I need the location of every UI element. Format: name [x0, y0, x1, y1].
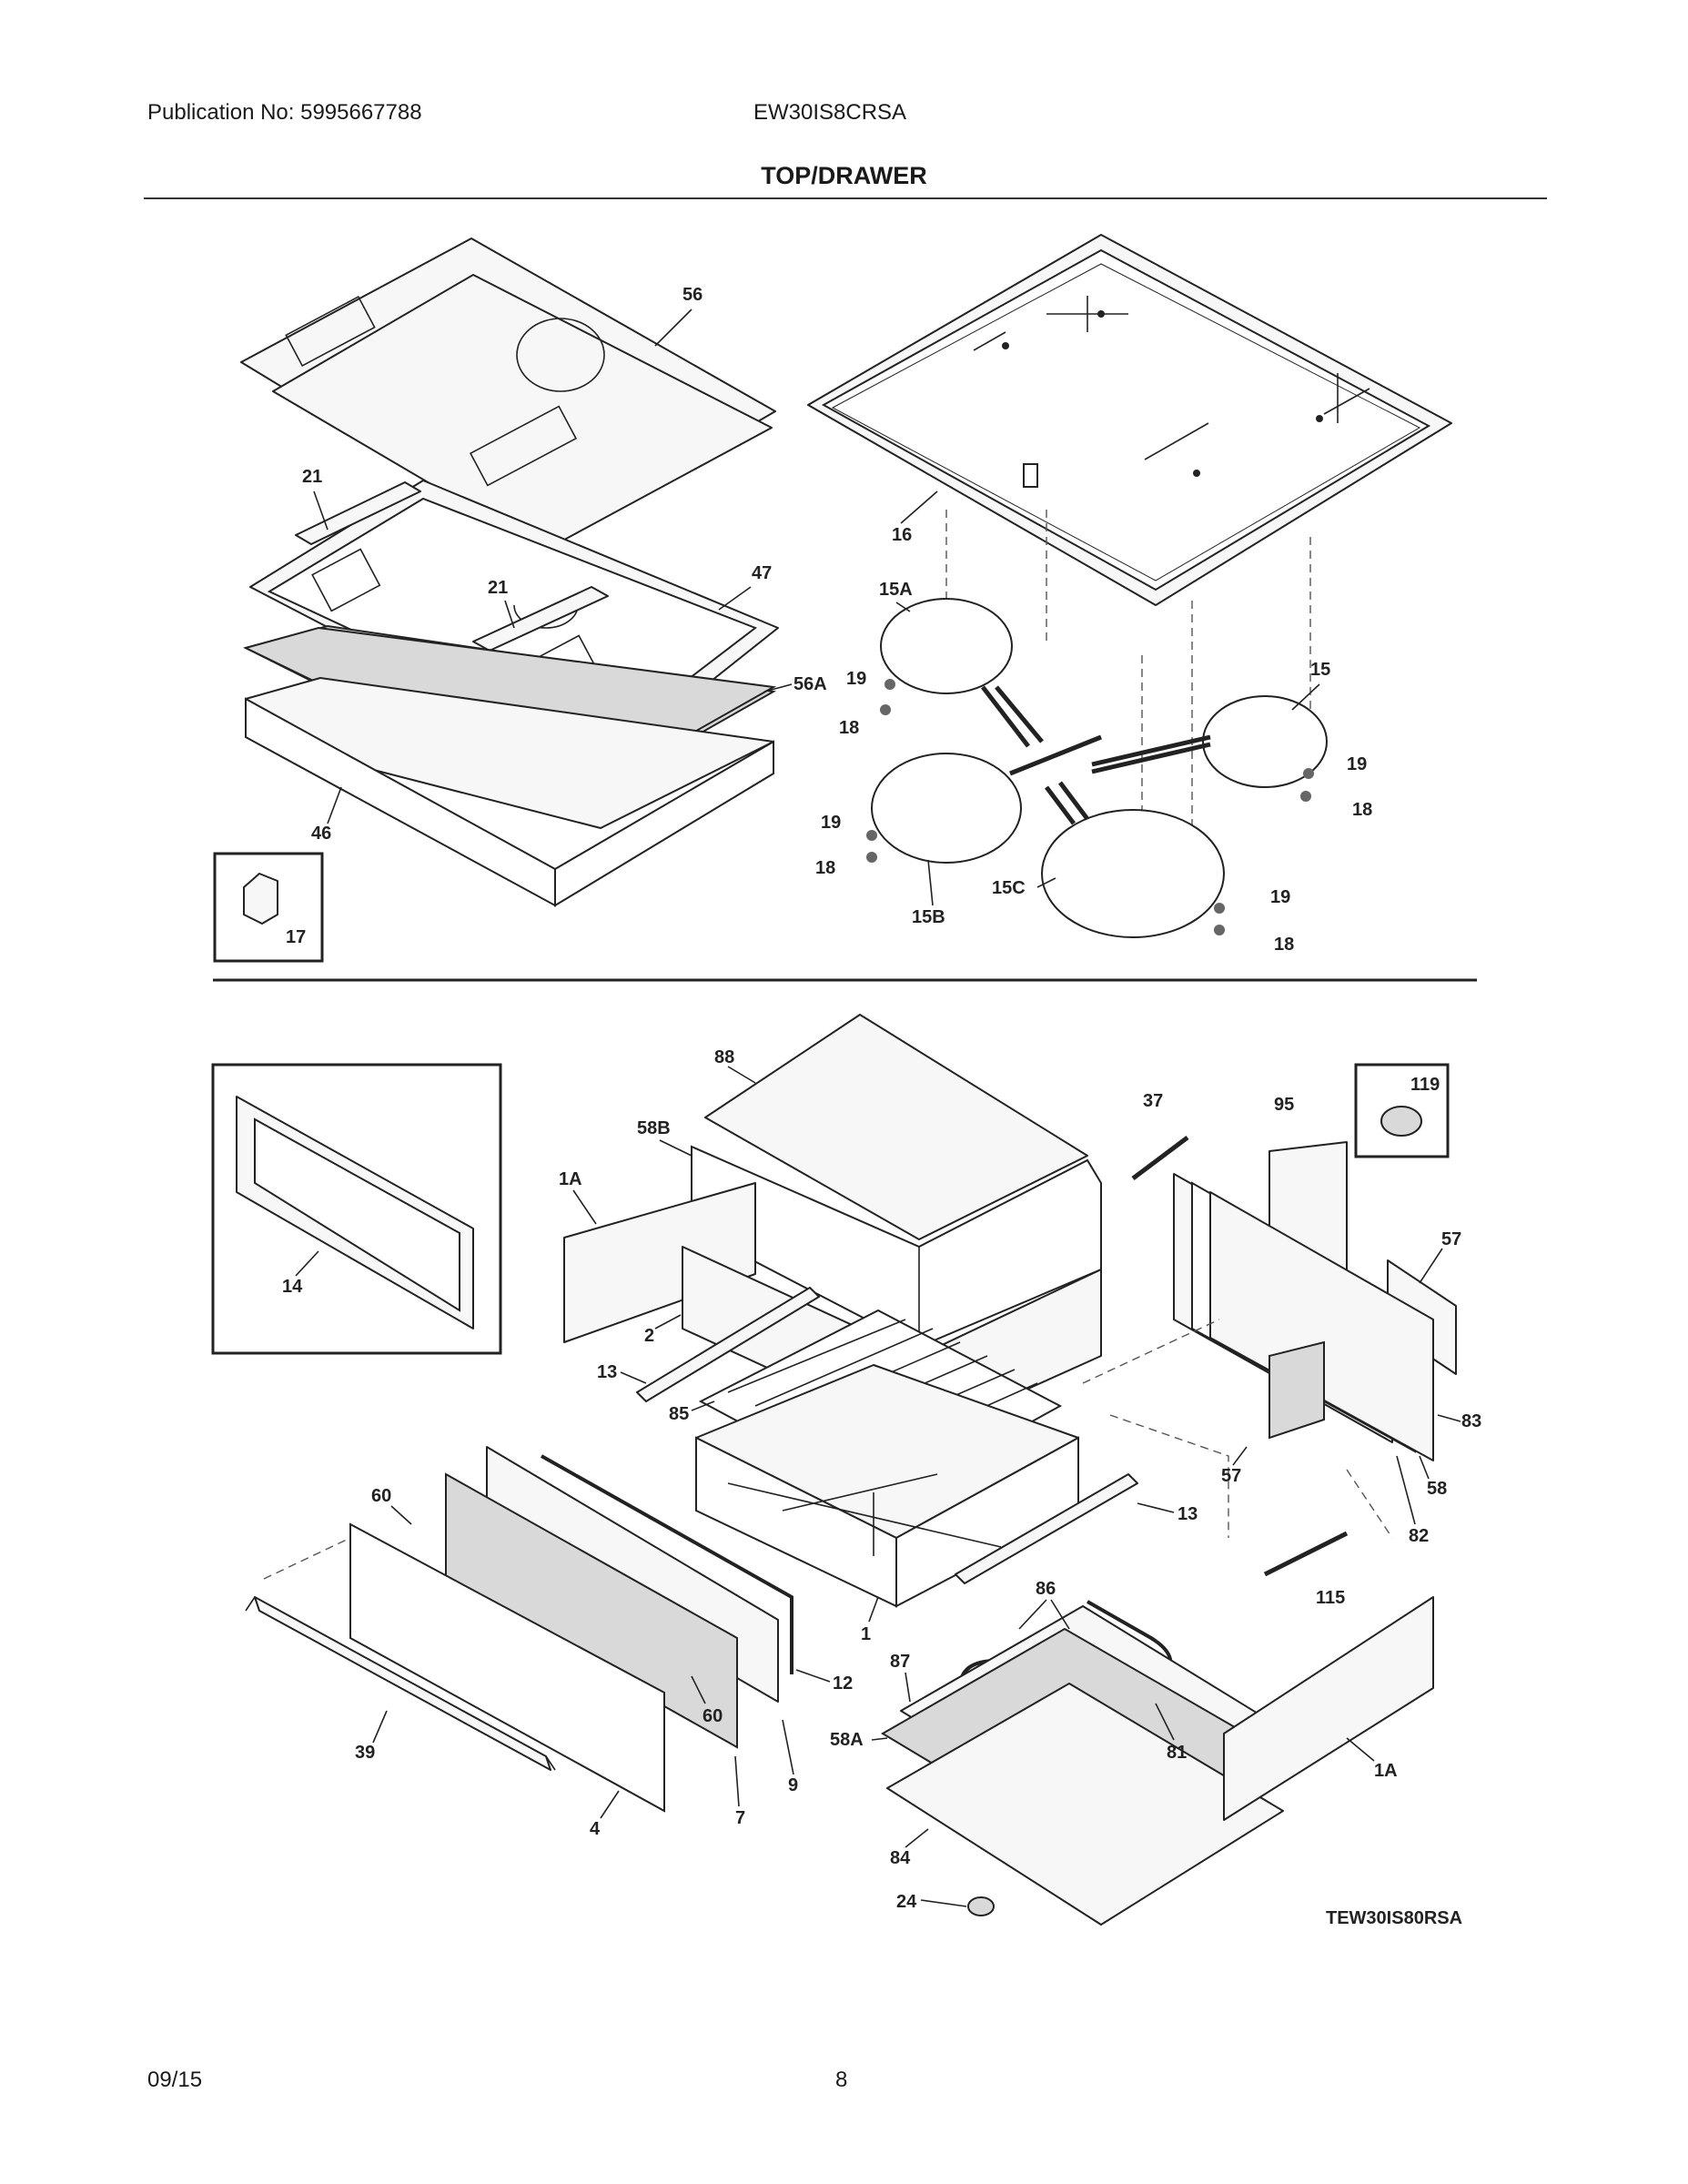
page-number: 8: [835, 2068, 848, 2092]
part-1-warming-drawer-pan: [695, 1364, 1079, 1608]
section-title: TOP/DRAWER: [761, 162, 927, 189]
footer-date: 09/15: [147, 2068, 203, 2092]
label-86: 86: [1036, 1579, 1056, 1599]
label-19: 19: [846, 669, 866, 689]
label-56: 56: [682, 285, 702, 305]
label-15B: 15B: [912, 907, 945, 927]
label-15A: 15A: [879, 580, 913, 600]
label-39: 39: [355, 1743, 375, 1763]
model-number: EW30IS8CRSA: [753, 100, 907, 125]
part-1A-side-panel-right: [1223, 1596, 1434, 1821]
label-4: 4: [590, 1819, 601, 1839]
label-119: 119: [1410, 1075, 1440, 1095]
publication-number: Publication No: 5995667788: [147, 100, 422, 125]
label-57: 57: [1441, 1229, 1461, 1249]
alignment-lines: [945, 510, 1311, 837]
label-82: 82: [1409, 1526, 1429, 1546]
top-section-labels: 56 21 21 47 56A 46 17 16 15A 19 18 15 19…: [286, 285, 1372, 955]
label-84: 84: [890, 1848, 911, 1868]
part-15C-heating-element: [1041, 781, 1225, 938]
label-1A: 1A: [1374, 1761, 1398, 1781]
part-7-insulation: [445, 1472, 738, 1749]
bottom-section-labels: 88 58B 1A 2 13 85 14 37 95 119 57 83 57 …: [282, 1047, 1481, 1928]
diagram-code: TEW30IS80RSA: [1326, 1908, 1462, 1928]
label-7: 7: [735, 1808, 745, 1828]
label-19: 19: [1270, 887, 1290, 907]
label-115: 115: [1316, 1588, 1345, 1608]
label-21: 21: [488, 578, 508, 598]
inset-part-14-gasket: [211, 1063, 502, 1355]
part-4-drawer-front: [349, 1522, 665, 1813]
inset-part-119-thermostat: [1354, 1063, 1450, 1158]
label-1A: 1A: [559, 1169, 582, 1189]
label-58A: 58A: [830, 1730, 864, 1750]
label-21: 21: [302, 467, 322, 487]
part-82-rear-panel: [1173, 1173, 1434, 1461]
part-56-insulation-sheet: [240, 238, 776, 551]
label-19: 19: [821, 813, 841, 833]
label-14: 14: [282, 1277, 303, 1297]
part-16-glass-cooktop: [807, 234, 1452, 606]
part-1A-side-panel-left: [563, 1182, 756, 1343]
label-13: 13: [1178, 1504, 1198, 1524]
part-37-sensor: [1131, 1136, 1189, 1180]
part-88-top-panel: [704, 1014, 1088, 1240]
part-46-lower-box: [245, 677, 774, 907]
inset-part-17: [213, 852, 324, 963]
label-88: 88: [714, 1047, 734, 1067]
label-83: 83: [1461, 1411, 1481, 1431]
label-15: 15: [1310, 660, 1330, 680]
label-46: 46: [311, 824, 331, 844]
label-58: 58: [1427, 1479, 1447, 1499]
label-16: 16: [892, 525, 912, 545]
part-84-bottom-plate: [886, 1683, 1284, 1926]
part-115-cord: [1263, 1531, 1349, 1577]
label-24: 24: [896, 1892, 917, 1912]
label-12: 12: [833, 1673, 853, 1694]
part-15A-heating-element: [880, 598, 1044, 748]
part-13-slide-left: [636, 1287, 820, 1402]
label-60: 60: [702, 1706, 723, 1726]
part-15B-heating-element: [866, 734, 1102, 864]
label-95: 95: [1274, 1095, 1294, 1115]
label-15C: 15C: [992, 878, 1026, 898]
label-56A: 56A: [793, 674, 827, 694]
label-60: 60: [371, 1486, 391, 1506]
label-47: 47: [752, 563, 772, 583]
label-85: 85: [669, 1404, 689, 1424]
label-13: 13: [597, 1362, 617, 1382]
label-87: 87: [890, 1652, 910, 1672]
label-19: 19: [1347, 754, 1367, 774]
label-17: 17: [286, 927, 306, 947]
drawer-front-assembly: [245, 1446, 779, 1813]
label-57: 57: [1221, 1466, 1241, 1486]
drawer-base-assembly: [881, 1605, 1284, 1926]
label-2: 2: [644, 1326, 654, 1346]
part-21-bracket-center: [472, 586, 609, 652]
label-81: 81: [1167, 1743, 1187, 1763]
bottom-alignment-lines: [263, 1319, 1393, 1580]
part-24-foot: [967, 1896, 995, 1916]
part-39-handle: [254, 1596, 551, 1771]
label-18: 18: [1274, 935, 1294, 955]
label-18: 18: [839, 718, 859, 738]
label-18: 18: [1352, 800, 1372, 820]
label-18: 18: [815, 858, 835, 878]
label-58B: 58B: [637, 1118, 671, 1138]
label-1: 1: [861, 1624, 871, 1644]
part-12-gasket: [541, 1454, 793, 1674]
part-15-heating-element: [1091, 695, 1328, 802]
header-rule: [144, 197, 1547, 199]
label-37: 37: [1143, 1091, 1163, 1111]
label-9: 9: [788, 1775, 798, 1795]
part-13-slide-right: [955, 1473, 1138, 1584]
